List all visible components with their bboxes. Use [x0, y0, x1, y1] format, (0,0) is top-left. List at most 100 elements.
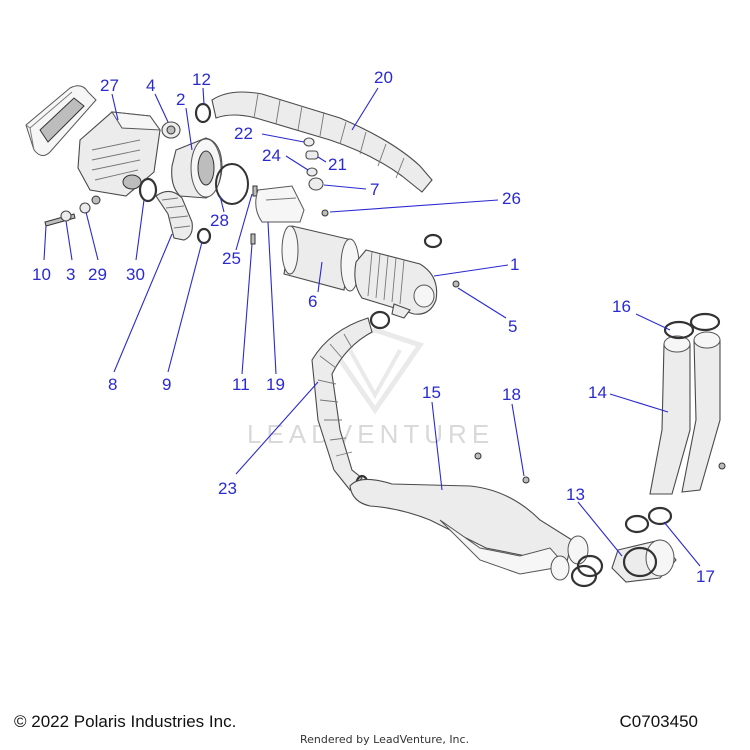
callout-25: 25: [222, 249, 241, 268]
leader-21: [317, 156, 327, 163]
leader-19: [267, 221, 277, 375]
callout-30: 30: [126, 265, 145, 284]
leader-12: [202, 87, 205, 105]
callout-24: 24: [262, 146, 281, 165]
callout-23: 23: [218, 479, 237, 498]
part-28-seal-ring: [215, 163, 249, 205]
figure-code: C0703450: [619, 712, 698, 731]
callout-29: 29: [88, 265, 107, 284]
leader-3: [65, 220, 73, 261]
part-27-airbox-cover: [25, 85, 97, 156]
leader-14: [609, 393, 669, 413]
leader-6: [317, 261, 323, 293]
callout-22: 22: [234, 124, 253, 143]
callout-14: 14: [588, 383, 607, 402]
callout-9: 9: [162, 375, 171, 394]
part-22-clip: [303, 137, 315, 147]
watermark: LEADVENTURE: [247, 327, 494, 449]
part-5-screw: [452, 280, 460, 288]
screw-near-dual-pipe: [718, 462, 726, 470]
callouts: 27 4 2 12 20 22 21 24 7 26 1 5 6 28 25 1…: [32, 68, 715, 586]
part-1-filter-housing: [354, 249, 438, 319]
part-20-intake-duct: [211, 91, 433, 193]
leader-5: [457, 287, 507, 319]
part-8-elbow-hose: [155, 190, 193, 241]
leader-29: [85, 211, 99, 261]
leader-13: [577, 501, 623, 557]
leader-lines: [43, 87, 701, 567]
part-13-coupler: [611, 539, 677, 583]
callout-20: 20: [374, 68, 393, 87]
callout-10: 10: [32, 265, 51, 284]
copyright-notice: © 2022 Polaris Industries Inc.: [14, 712, 237, 731]
leader-18: [511, 403, 525, 477]
leader-26: [329, 199, 499, 213]
leader-9: [167, 241, 203, 373]
callout-21: 21: [328, 155, 347, 174]
callout-2: 2: [176, 90, 185, 109]
leader-23: [235, 381, 319, 475]
callout-26: 26: [502, 189, 521, 208]
watermark-text: LEADVENTURE: [247, 419, 494, 449]
part-7-cap: [308, 177, 324, 191]
part-25-screw: [252, 185, 258, 197]
callout-17: 17: [696, 567, 715, 586]
part-15-y-duct: [349, 478, 589, 581]
leader-4: [154, 93, 169, 123]
part-12-clamp: [194, 102, 212, 124]
callout-3: 3: [66, 265, 75, 284]
leader-15: [431, 401, 443, 491]
callout-18: 18: [502, 385, 521, 404]
part-21-fitting: [305, 150, 319, 160]
part-27-airbox-body: [77, 111, 162, 197]
callout-6: 6: [308, 292, 317, 311]
leader-16: [635, 313, 671, 331]
part-3-washer: [60, 210, 72, 222]
part-9-clamp: [196, 227, 212, 245]
leader-27: [111, 93, 119, 121]
callout-7: 7: [370, 180, 379, 199]
callout-5: 5: [508, 317, 517, 336]
leader-22: [261, 133, 305, 143]
part-6-filter-element: [281, 225, 360, 292]
leader-20: [351, 87, 379, 131]
part-4-grommet: [161, 121, 181, 139]
clamp-near-filter: [423, 233, 443, 249]
callout-28: 28: [210, 211, 229, 230]
rendered-by-credit: Rendered by LeadVenture, Inc.: [300, 733, 470, 746]
part-14-dual-pipe: [649, 331, 721, 495]
leader-24: [285, 155, 309, 171]
leader-30: [135, 199, 145, 261]
leader-28: [219, 195, 225, 213]
part-19-bracket: [255, 185, 305, 223]
leader-8: [113, 233, 173, 373]
callout-4: 4: [146, 76, 155, 95]
callout-11: 11: [232, 375, 250, 394]
callout-15: 15: [422, 383, 441, 402]
part-29-bushing: [79, 195, 101, 214]
clamps-near-y-duct: [570, 554, 604, 588]
callout-13: 13: [566, 485, 585, 504]
callout-19: 19: [266, 375, 285, 394]
callout-12: 12: [192, 70, 211, 89]
callout-27: 27: [100, 76, 119, 95]
part-30-clamp: [138, 177, 158, 203]
leader-25: [235, 193, 253, 251]
callout-1: 1: [510, 255, 519, 274]
part-2-adapter: [171, 137, 223, 199]
callout-8: 8: [108, 375, 117, 394]
leader-7: [323, 184, 367, 190]
part-26-screw: [321, 209, 329, 217]
leader-10: [43, 225, 47, 261]
part-16-clamp: [663, 312, 721, 340]
leader-2: [185, 107, 193, 151]
leader-11: [241, 243, 253, 375]
parts-artwork: [25, 85, 726, 588]
leader-1: [433, 264, 509, 277]
leader-17: [663, 521, 701, 567]
part-18-screw: [474, 452, 530, 484]
callout-16: 16: [612, 297, 631, 316]
part-11-screw: [250, 233, 256, 245]
part-24-grommet: [306, 167, 318, 177]
